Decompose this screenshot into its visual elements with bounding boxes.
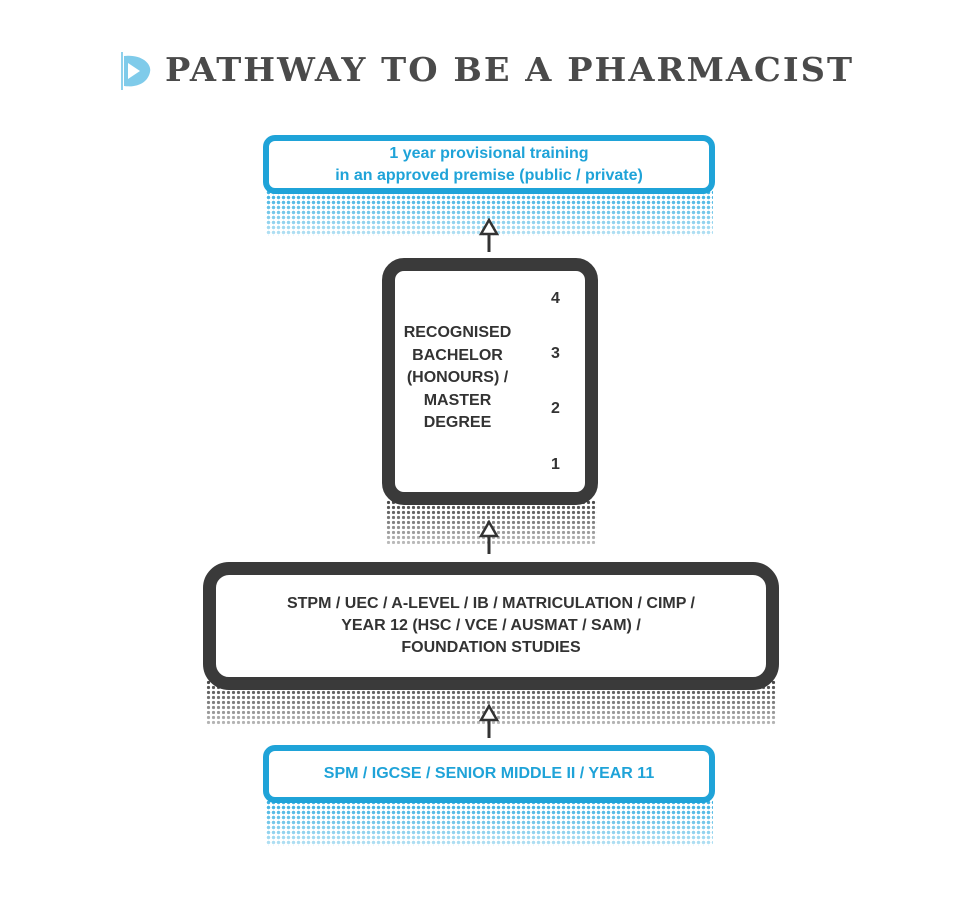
degree-line: MASTER xyxy=(423,391,492,409)
year-4: 4 xyxy=(551,290,560,307)
degree-line: BACHELOR xyxy=(412,346,503,364)
step-degree xyxy=(382,258,598,505)
play-logo-icon xyxy=(121,52,151,90)
preu-line3: FOUNDATION STUDIES xyxy=(401,639,581,656)
training-line2: in an approved premise (public / private… xyxy=(335,166,643,184)
arrow-up-icon xyxy=(479,218,499,252)
step-pre-university: STPM / UEC / A-LEVEL / IB / MATRICULATIO… xyxy=(203,562,779,690)
year-2: 2 xyxy=(551,400,560,417)
year-1: 1 xyxy=(551,456,560,473)
secondary-label: SPM / IGCSE / SENIOR MIDDLE II / YEAR 11 xyxy=(323,765,655,782)
degree-line: DEGREE xyxy=(423,414,492,431)
year-3: 3 xyxy=(551,345,560,362)
halftone-shadow xyxy=(266,800,713,846)
arrow-up-icon xyxy=(479,520,499,554)
degree-line: RECOGNISED xyxy=(403,324,512,341)
step-secondary: SPM / IGCSE / SENIOR MIDDLE II / YEAR 11 xyxy=(263,745,715,803)
degree-label: RECOGNISED BACHELOR (HONOURS) / MASTER D… xyxy=(400,322,515,435)
arrow-up-icon xyxy=(479,704,499,738)
degree-line: (HONOURS) / xyxy=(406,369,509,386)
page-title: PATHWAY TO BE A PHARMACIST xyxy=(165,50,855,89)
preu-line2: YEAR 12 (HSC / VCE / AUSMAT / SAM) / xyxy=(341,617,641,634)
step-provisional-training: 1 year provisional training in an approv… xyxy=(263,135,715,194)
preu-line1: STPM / UEC / A-LEVEL / IB / MATRICULATIO… xyxy=(286,595,695,612)
training-line1: 1 year provisional training xyxy=(389,144,589,162)
